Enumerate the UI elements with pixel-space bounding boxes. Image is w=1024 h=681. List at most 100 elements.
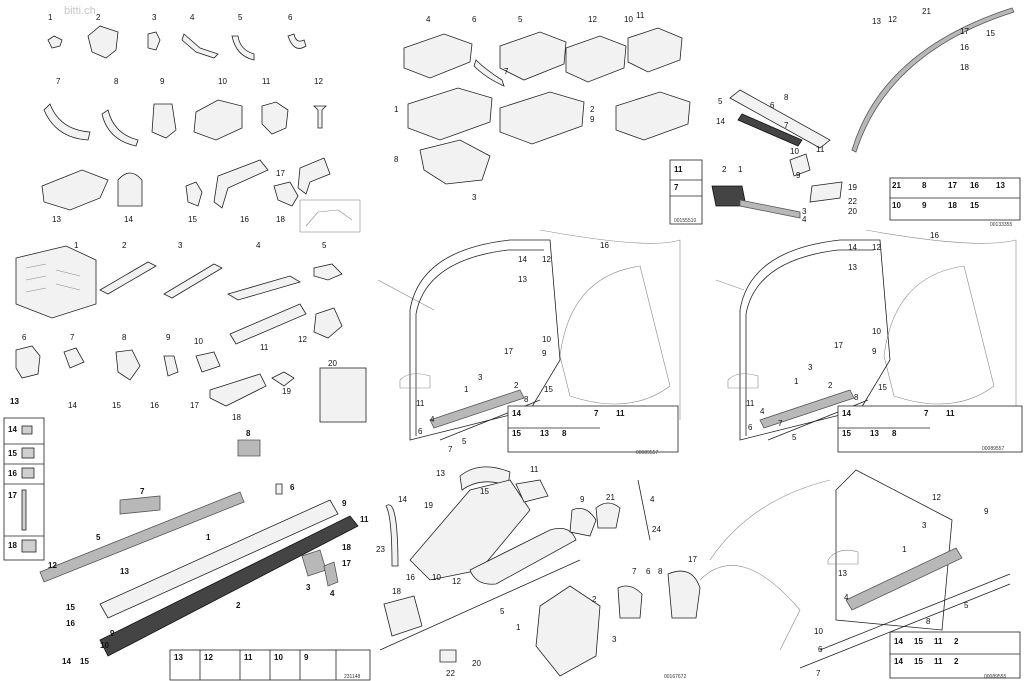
clip-12 — [313, 307, 343, 339]
label-14b: 14 — [62, 657, 71, 666]
legend-13: 13 — [540, 429, 549, 438]
label-6: 6 — [748, 423, 753, 432]
rail-3 — [163, 263, 223, 299]
label-4: 4 — [844, 593, 849, 602]
car-outline — [709, 479, 831, 561]
label-4: 4 — [430, 415, 435, 424]
label-16b: 16 — [66, 619, 75, 628]
clip-6 — [15, 345, 41, 379]
label-12: 12 — [932, 493, 941, 502]
strip-4 — [227, 275, 301, 301]
label-5: 5 — [462, 437, 467, 446]
car-outline — [377, 229, 681, 420]
label-13: 13 — [518, 275, 527, 284]
label-2: 2 — [96, 13, 101, 22]
clip-18 — [273, 181, 299, 207]
label-15: 15 — [914, 657, 923, 666]
label-16: 16 — [930, 231, 939, 240]
sill-strip-5 — [819, 573, 1011, 651]
rod-4 — [637, 479, 651, 541]
sill-strip-6 — [799, 583, 1011, 669]
label-1: 1 — [516, 623, 521, 632]
legend-13: 13 — [174, 653, 183, 662]
roof-strip — [851, 7, 1015, 153]
label-12: 12 — [872, 243, 881, 252]
label-4: 4 — [760, 407, 765, 416]
label-15: 15 — [878, 383, 887, 392]
ref-number: 00155510 — [674, 218, 696, 224]
label-12: 12 — [452, 577, 461, 586]
label-12: 12 — [888, 15, 897, 24]
label-5: 5 — [964, 601, 969, 610]
label-9: 9 — [590, 115, 595, 124]
panel-door1: 14 7 11 15 13 8 00089557 16 12 14 13 11 … — [377, 229, 681, 456]
legend-14: 14 — [842, 409, 851, 418]
clip-17 — [297, 157, 331, 195]
legend-11: 11 — [934, 637, 943, 646]
label-12: 12 — [314, 77, 323, 86]
label-18: 18 — [276, 215, 285, 224]
label-2: 2 — [828, 381, 833, 390]
label-22: 22 — [848, 197, 857, 206]
latch-1 — [535, 585, 601, 677]
label-18: 18 — [392, 587, 401, 596]
legend-9: 9 — [922, 201, 927, 210]
door-seal-inner — [415, 249, 544, 436]
rod-2 — [379, 559, 581, 651]
label-3: 3 — [612, 635, 617, 644]
striker-7 — [617, 585, 643, 619]
label-14: 14 — [848, 243, 857, 252]
wheel-arch — [559, 265, 671, 405]
ref-number: 00089555 — [984, 674, 1006, 680]
panel-clips2: 1 2 3 4 5 6 7 8 9 10 11 12 13 14 15 16 1… — [10, 241, 367, 423]
label-16: 16 — [8, 469, 17, 478]
ref-number: 00133355 — [990, 222, 1012, 228]
label-17: 17 — [504, 347, 513, 356]
label-19: 19 — [848, 183, 857, 192]
panel-sill: 13 12 11 10 9 231148 14 15 16 17 18 8 7 … — [3, 397, 371, 681]
seal-23 — [385, 504, 399, 567]
label-2: 2 — [722, 165, 727, 174]
label-14: 14 — [68, 401, 77, 410]
label-14: 14 — [894, 657, 903, 666]
legend-15: 15 — [914, 637, 923, 646]
label-5: 5 — [518, 15, 523, 24]
label-20: 20 — [472, 659, 481, 668]
label-1: 1 — [74, 241, 79, 250]
legend-11: 11 — [674, 165, 683, 174]
clip-5 — [231, 35, 255, 61]
label-8: 8 — [114, 77, 119, 86]
label-10: 10 — [624, 15, 633, 24]
console-12 — [565, 35, 627, 83]
strip-11 — [229, 303, 307, 345]
label-19: 19 — [424, 501, 433, 510]
label-9b: 9 — [110, 629, 115, 638]
legend-7: 7 — [594, 409, 599, 418]
legend-7: 7 — [674, 183, 679, 192]
thumbnail-car-shape — [305, 209, 353, 227]
label-17: 17 — [834, 341, 843, 350]
console-2 — [499, 91, 585, 145]
label-7: 7 — [448, 445, 453, 454]
legend-15: 15 — [970, 201, 979, 210]
bracket-10 — [789, 153, 811, 177]
label-14: 14 — [716, 117, 725, 126]
console-5 — [499, 31, 567, 81]
label-3: 3 — [472, 193, 477, 202]
label-5: 5 — [96, 533, 101, 542]
label-1: 1 — [206, 533, 211, 542]
panel-roof: 21 8 17 16 13 10 9 18 15 00133355 13 12 … — [711, 7, 1021, 228]
label-6: 6 — [418, 427, 423, 436]
legend-18: 18 — [948, 201, 957, 210]
legend-box — [837, 405, 1023, 453]
label-6: 6 — [288, 13, 293, 22]
clip-8 — [101, 109, 139, 147]
label-21: 21 — [922, 7, 931, 16]
label-13: 13 — [872, 17, 881, 26]
console-4 — [403, 33, 473, 79]
label-2: 2 — [514, 381, 519, 390]
label-8: 8 — [524, 395, 529, 404]
sill-trim-1 — [99, 499, 339, 619]
label-9: 9 — [580, 495, 585, 504]
label-15: 15 — [544, 385, 553, 394]
